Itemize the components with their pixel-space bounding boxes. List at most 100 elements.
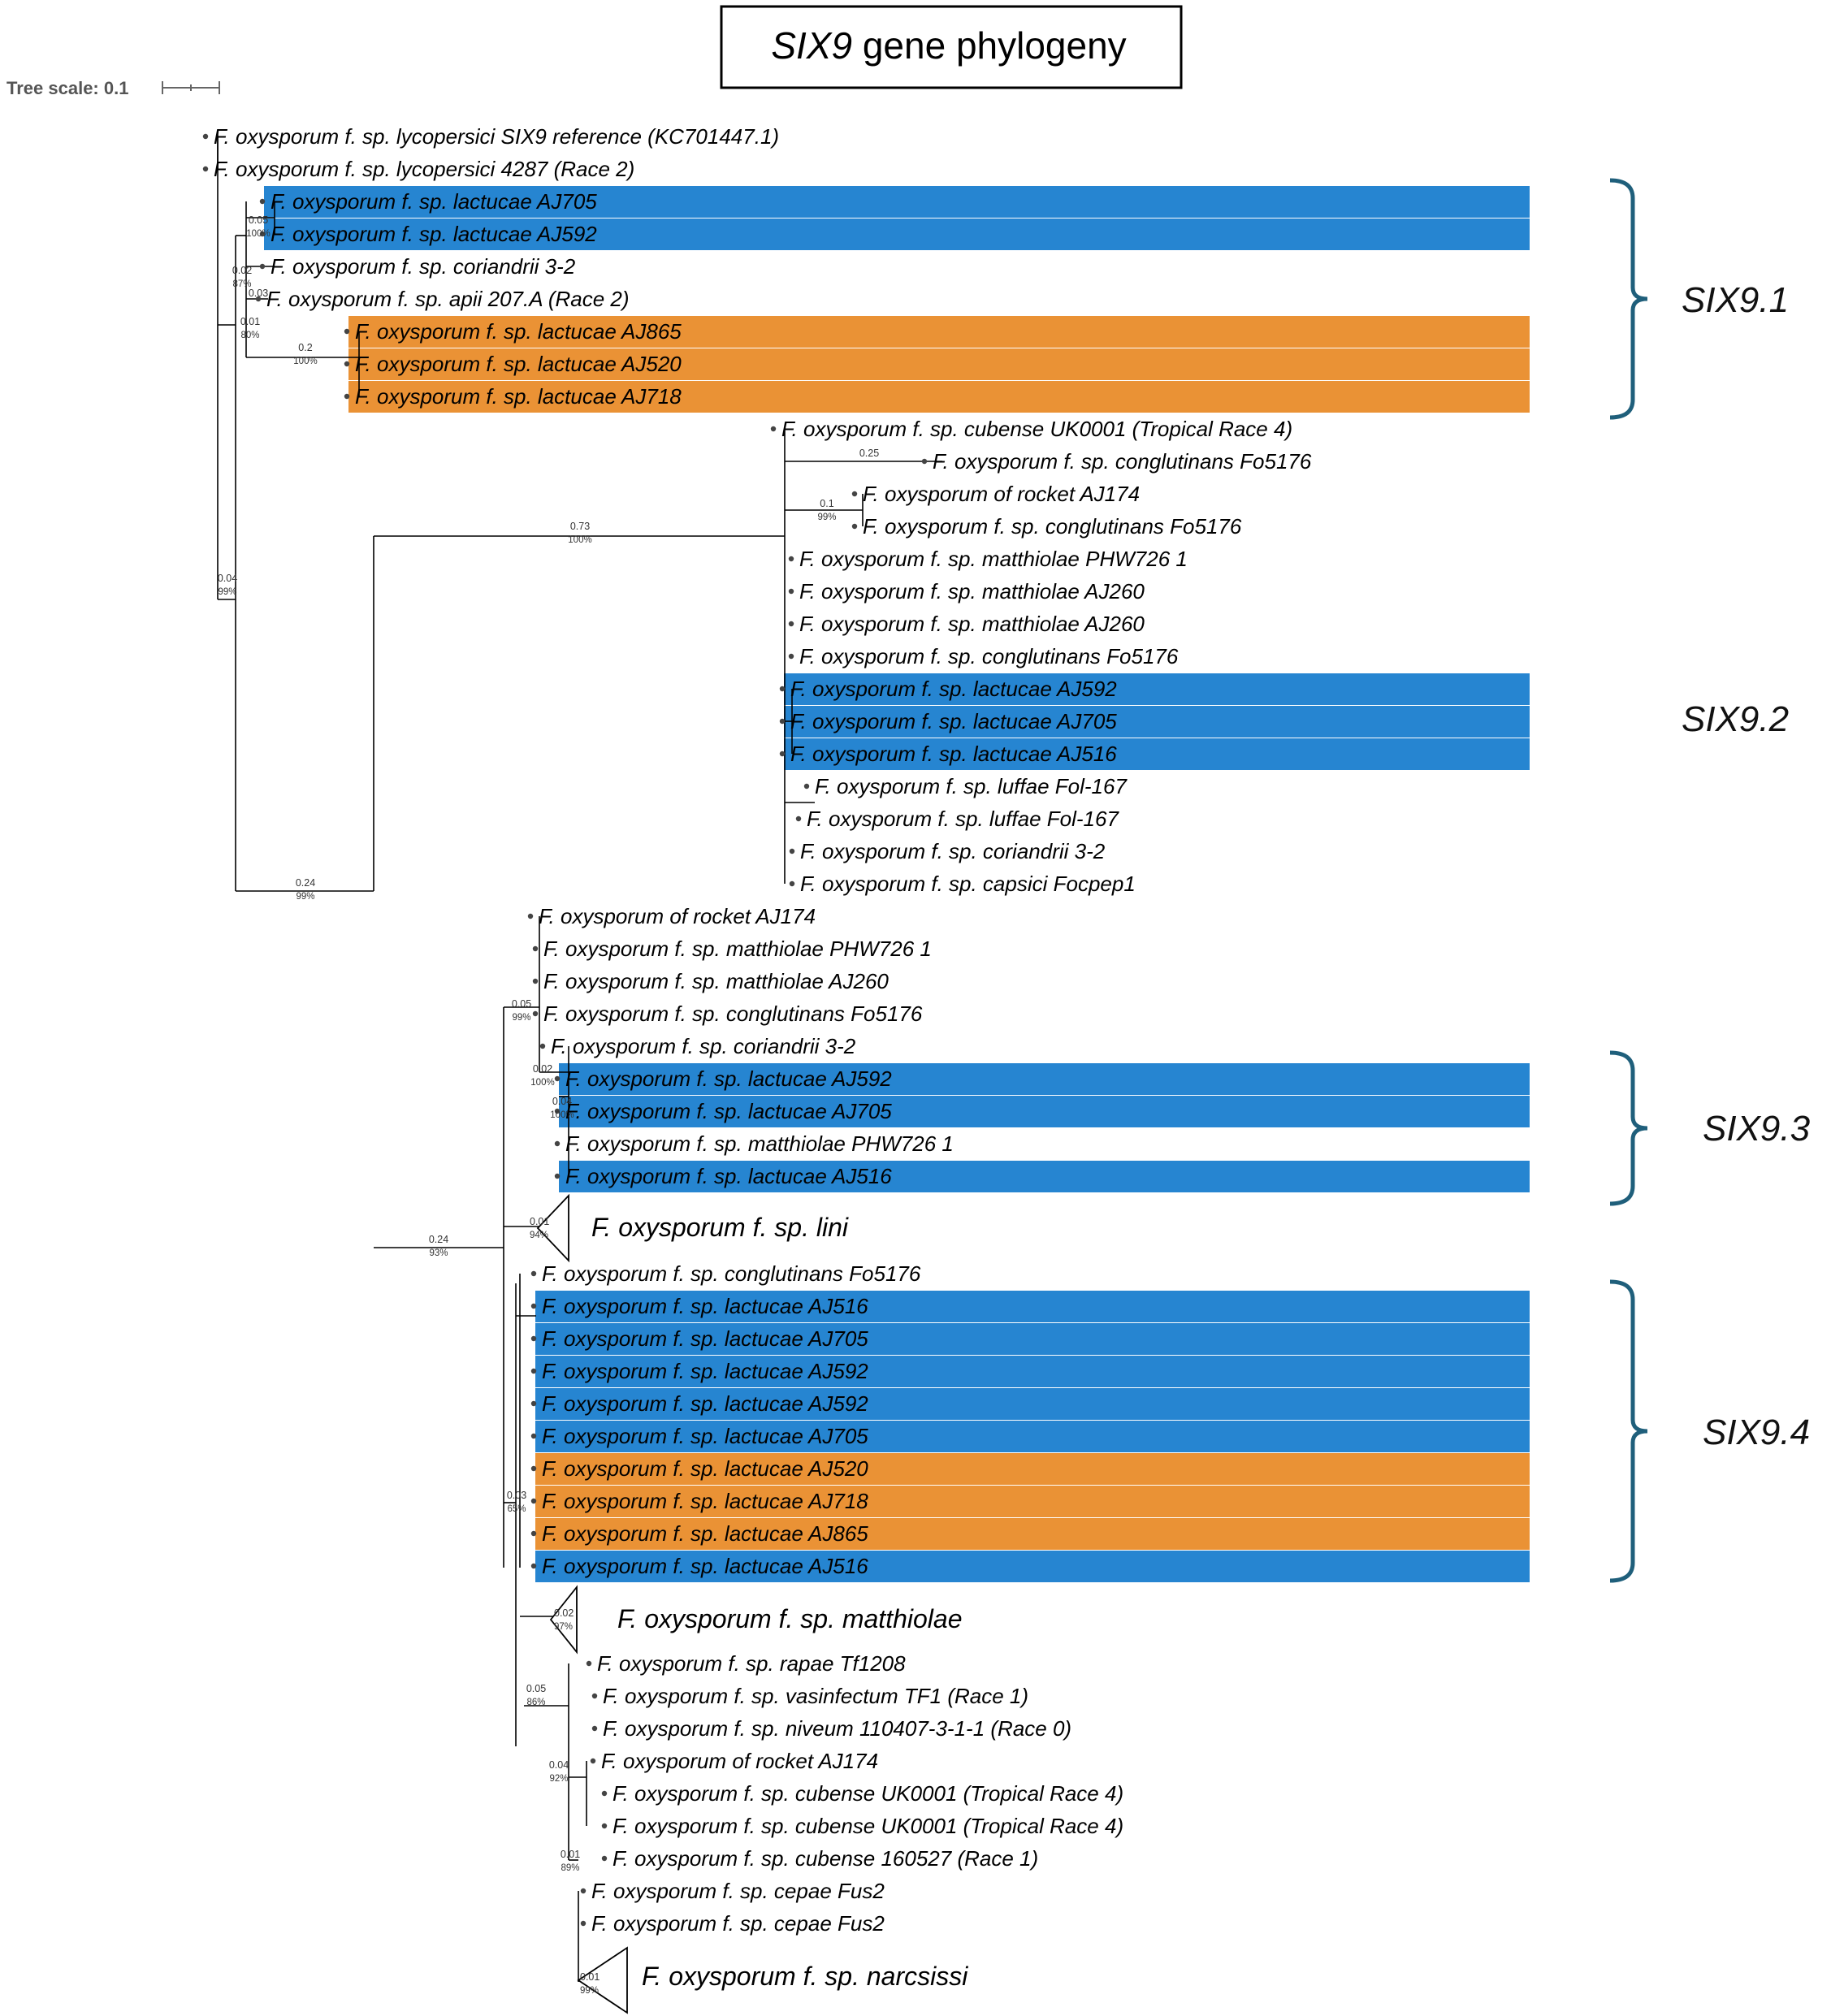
leaf-label-48: F. oxysporum f. sp. cubense UK0001 (Trop… <box>612 1814 1123 1838</box>
branch-support-17: 89% <box>561 1863 579 1873</box>
leaf-node-33 <box>530 1270 537 1277</box>
leaf-label-10: F. oxysporum f. sp. conglutinans Fo5176 <box>933 449 1312 474</box>
branch-length-12: 0.02 <box>533 1063 552 1075</box>
leaf-label-50: F. oxysporum f. sp. cepae Fus2 <box>591 1879 885 1903</box>
leaf-label-46: F. oxysporum of rocket AJ174 <box>601 1749 878 1773</box>
branch-length-5: 0.04 <box>218 573 237 584</box>
leaf-node-34 <box>530 1303 537 1309</box>
leaf-label-6: F. oxysporum f. sp. lactucae AJ865 <box>355 319 682 344</box>
branch-length-16: 0.04 <box>549 1759 569 1771</box>
collapsed-clade-triangle-1 <box>549 1585 578 1655</box>
branch-support-6: 100% <box>568 535 591 545</box>
highlight-orange-39 <box>535 1453 1530 1485</box>
group-label-2: SIX9.3 <box>1703 1109 1811 1149</box>
branch-layer <box>202 130 942 1982</box>
branch-length-14: 0.03 <box>507 1490 526 1501</box>
branch-support-15: 86% <box>526 1698 545 1707</box>
leaf-label-31: F. oxysporum f. sp. matthiolae PHW726 1 <box>565 1131 954 1156</box>
leaf-label-13: F. oxysporum f. sp. matthiolae PHW726 1 <box>799 547 1188 571</box>
collapsed-clade-triangle-0 <box>536 1193 569 1263</box>
leaf-node-24 <box>527 913 534 919</box>
branch-support-0: 100% <box>246 229 270 239</box>
highlight-orange-40 <box>535 1486 1530 1517</box>
collapsed-clade-triangle-2 <box>577 1946 628 2014</box>
highlight-orange-8 <box>348 381 1530 413</box>
leaf-node-25 <box>532 945 539 952</box>
leaf-label-29: F. oxysporum f. sp. lactucae AJ592 <box>565 1066 892 1091</box>
group-bracket-3 <box>1609 1279 1648 1583</box>
leaf-label-12: F. oxysporum f. sp. conglutinans Fo5176 <box>863 514 1242 539</box>
leaf-node-8 <box>344 393 350 400</box>
leaf-node-5 <box>255 296 262 302</box>
leaf-label-41: F. oxysporum f. sp. lactucae AJ865 <box>542 1521 868 1546</box>
leaf-node-48 <box>601 1823 608 1829</box>
leaf-node-41 <box>530 1530 537 1537</box>
leaf-label-30: F. oxysporum f. sp. lactucae AJ705 <box>565 1099 892 1123</box>
leaf-label-44: F. oxysporum f. sp. vasinfectum TF1 (Rac… <box>603 1684 1028 1708</box>
leaf-layer: F. oxysporum f. sp. lycopersici SIX9 ref… <box>214 124 1312 1936</box>
group-label-1: SIX9.2 <box>1682 699 1789 739</box>
branch-support-12: 100% <box>530 1078 554 1088</box>
leaf-label-1: F. oxysporum f. sp. lycopersici 4287 (Ra… <box>214 157 634 181</box>
leaf-label-39: F. oxysporum f. sp. lactucae AJ520 <box>542 1456 868 1481</box>
collapsed-clade-label-2: F. oxysporum f. sp. narcsissi <box>642 1962 968 1991</box>
leaf-node-50 <box>580 1888 587 1894</box>
tree-scale-label: Tree scale: 0.1 <box>6 78 128 98</box>
leaf-node-19 <box>779 751 786 757</box>
leaf-node-21 <box>795 815 802 822</box>
branch-support-14: 65% <box>507 1504 526 1514</box>
tree-scale: Tree scale: 0.1 <box>6 78 220 98</box>
group-bracket-2 <box>1609 1050 1648 1206</box>
svg-text:SIX9 gene phylogeny: SIX9 gene phylogeny <box>771 24 1126 67</box>
leaf-label-17: F. oxysporum f. sp. lactucae AJ592 <box>790 677 1117 701</box>
title-gene: SIX9 <box>771 24 852 67</box>
leaf-node-35 <box>530 1335 537 1342</box>
leaf-node-22 <box>789 848 795 854</box>
highlight-orange-41 <box>535 1518 1530 1550</box>
branch-length-2: 0.03 <box>249 288 268 299</box>
leaf-label-23: F. oxysporum f. sp. capsici Focpep1 <box>800 872 1136 896</box>
leaf-node-29 <box>554 1075 561 1082</box>
branch-support-1: 87% <box>232 279 251 289</box>
leaf-label-34: F. oxysporum f. sp. lactucae AJ516 <box>542 1294 868 1318</box>
leaf-label-27: F. oxysporum f. sp. conglutinans Fo5176 <box>543 1002 923 1026</box>
highlight-blue-34 <box>535 1291 1530 1322</box>
leaf-node-39 <box>530 1465 537 1472</box>
branch-length-9: 0.24 <box>296 877 315 889</box>
branch-support-16: 92% <box>549 1774 568 1784</box>
leaf-label-32: F. oxysporum f. sp. lactucae AJ516 <box>565 1164 892 1188</box>
branch-length-4: 0.2 <box>298 342 312 353</box>
leaf-label-49: F. oxysporum f. sp. cubense 160527 (Race… <box>612 1846 1038 1871</box>
leaf-node-11 <box>851 491 858 497</box>
collapsed-clade-length-1: 0.02 <box>554 1607 574 1619</box>
leaf-node-44 <box>591 1693 598 1699</box>
leaf-label-43: F. oxysporum f. sp. rapae Tf1208 <box>597 1651 906 1676</box>
highlight-blue-35 <box>535 1323 1530 1355</box>
branch-length-17: 0.01 <box>561 1849 580 1860</box>
leaf-label-21: F. oxysporum f. sp. luffae Fol-167 <box>807 807 1119 831</box>
leaf-node-36 <box>530 1368 537 1374</box>
leaf-node-14 <box>788 588 794 595</box>
branch-support-13: 100% <box>550 1110 574 1120</box>
highlight-blue-36 <box>535 1356 1530 1387</box>
leaf-label-24: F. oxysporum of rocket AJ174 <box>539 904 816 928</box>
leaf-node-28 <box>539 1043 546 1049</box>
leaf-node-46 <box>590 1758 596 1764</box>
collapsed-clade-support-0: 94% <box>530 1231 548 1240</box>
leaf-label-37: F. oxysporum f. sp. lactucae AJ592 <box>542 1391 868 1416</box>
leaf-node-12 <box>851 523 858 530</box>
leaf-label-3: F. oxysporum f. sp. lactucae AJ592 <box>271 222 597 246</box>
collapsed-clade-support-2: 99% <box>580 1986 599 1996</box>
leaf-node-15 <box>788 621 794 627</box>
leaf-node-45 <box>591 1725 598 1732</box>
leaf-node-27 <box>532 1010 539 1017</box>
leaf-node-16 <box>788 653 794 660</box>
highlight-blue-2 <box>264 186 1530 218</box>
highlight-orange-6 <box>348 316 1530 348</box>
leaf-node-13 <box>788 556 794 562</box>
leaf-label-47: F. oxysporum f. sp. cubense UK0001 (Trop… <box>612 1781 1123 1806</box>
collapsed-clade-support-1: 97% <box>554 1622 573 1632</box>
